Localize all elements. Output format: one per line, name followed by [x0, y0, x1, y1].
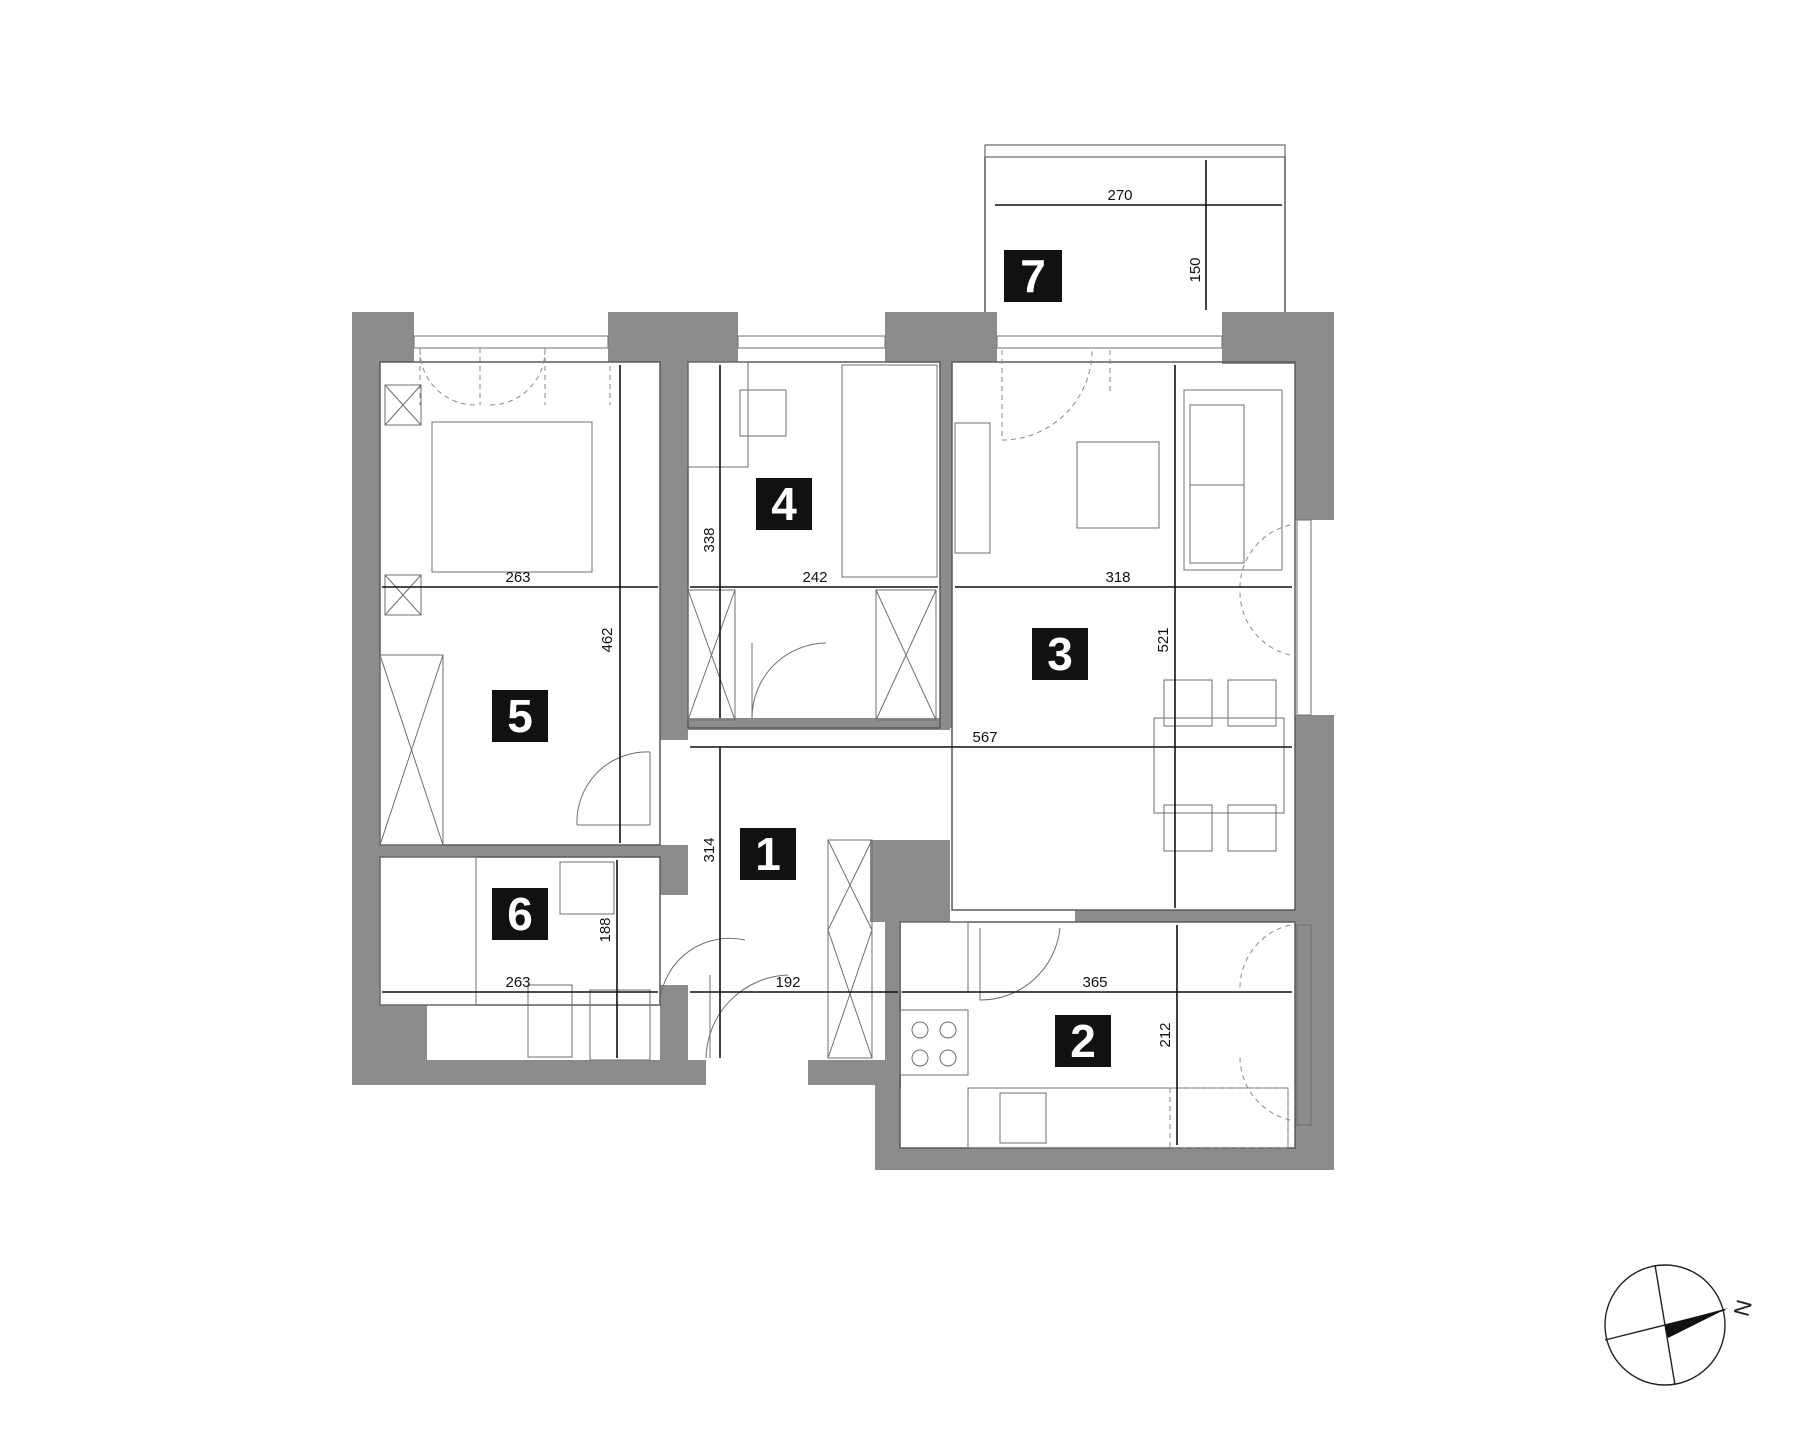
room-2-label: 2 [1070, 1015, 1096, 1067]
north-label: N [1729, 1297, 1757, 1319]
room-5-label: 5 [507, 690, 533, 742]
dim-balcony-depth: 150 [1187, 257, 1204, 282]
room-7-label: 7 [1020, 250, 1046, 302]
dim-bath-width: 263 [505, 974, 530, 991]
windows [413, 335, 1312, 1126]
room-4-label: 4 [771, 478, 797, 530]
dim-room5-length: 462 [599, 627, 616, 652]
dim-living-length: 567 [972, 729, 997, 746]
dim-room3-width: 318 [1105, 569, 1130, 586]
dim-room3-length: 521 [1155, 627, 1172, 652]
furniture [379, 361, 1289, 1149]
compass: N [1604, 1264, 1757, 1386]
walls [352, 312, 1334, 1170]
room-badges: 7 4 3 5 1 6 2 [492, 250, 1111, 1067]
dim-room5-width: 263 [505, 569, 530, 586]
dim-bath-length: 188 [597, 917, 614, 942]
dim-balcony-width: 270 [1107, 187, 1132, 204]
room-1-label: 1 [755, 828, 781, 880]
balcony [984, 144, 1286, 312]
north-arrow-icon [1665, 1308, 1728, 1338]
dim-hall-width: 192 [775, 974, 800, 991]
dim-kitchen-width: 365 [1082, 974, 1107, 991]
dim-hall-length: 314 [701, 837, 718, 862]
room-3-label: 3 [1047, 628, 1073, 680]
dim-kitchen-length: 212 [1157, 1022, 1174, 1047]
dim-room4-width: 242 [802, 569, 827, 586]
room-6-label: 6 [507, 888, 533, 940]
dim-room4-length: 338 [701, 527, 718, 552]
dimension-lines [382, 160, 1292, 1145]
dimension-labels: 270 150 263 462 338 242 318 521 567 314 … [505, 187, 1204, 1048]
